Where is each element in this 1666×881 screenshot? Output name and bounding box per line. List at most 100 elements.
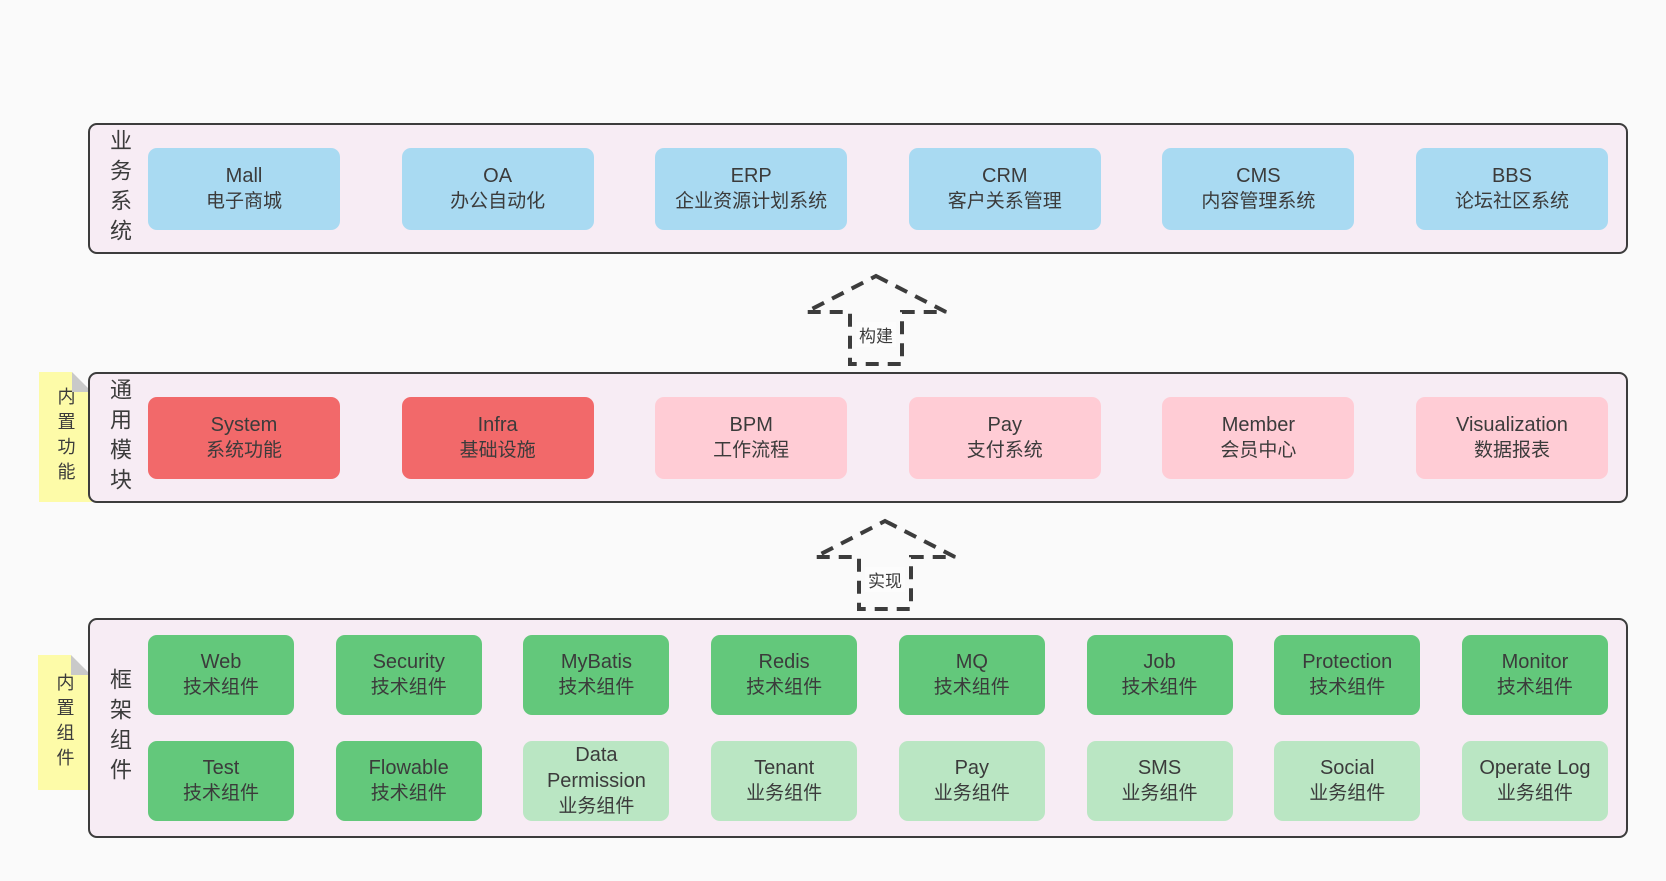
- box-desc: 会员中心: [1220, 439, 1297, 461]
- box-erp: ERP 企业资源计划系统: [655, 147, 848, 230]
- box-desc: 技术组件: [1121, 677, 1198, 698]
- box-name: OA: [483, 164, 513, 187]
- implement-arrow-icon: 实现: [805, 517, 965, 613]
- box-oa: OA 办公自动化: [401, 147, 594, 230]
- box-name: Security: [372, 651, 445, 673]
- box-name: SMS: [1137, 757, 1182, 779]
- box-desc: 系统功能: [205, 439, 282, 461]
- box-desc: 技术组件: [370, 783, 447, 804]
- box-job: Job 技术组件: [1086, 635, 1233, 715]
- box-name: ERP: [730, 164, 772, 187]
- component-row: Test 技术组件 Flowable 技术组件 Data Permission 业务组…: [148, 741, 1608, 821]
- box-name: Mall: [225, 164, 263, 187]
- box-desc: 论坛社区系统: [1454, 190, 1569, 212]
- box-desc: 业务组件: [1309, 783, 1386, 804]
- box-member: Member 会员中心: [1162, 396, 1355, 479]
- box-desc: 企业资源计划系统: [675, 190, 828, 212]
- box-name: Redis: [758, 651, 810, 673]
- arrow-label: 实现: [865, 567, 905, 592]
- box-desc: 业务组件: [1496, 783, 1573, 804]
- box-mall: Mall 电子商城: [148, 147, 340, 230]
- section-business-systems: 业务系统 Mall 电子商城 OA 办公自动化 ERP 企业资源计划系统 CRM 客户关…: [88, 123, 1628, 254]
- box-name: Data Permission: [546, 744, 646, 792]
- box-name: Infra: [477, 413, 518, 436]
- box-desc: 办公自动化: [450, 190, 546, 212]
- component-row: Mall 电子商城 OA 办公自动化 ERP 企业资源计划系统 CRM 客户关系管理 C…: [148, 147, 1608, 230]
- box-name: Member: [1221, 413, 1296, 436]
- box-desc: 支付系统: [966, 439, 1043, 461]
- box-monitor: Monitor 技术组件: [1461, 635, 1608, 715]
- box-name: MQ: [955, 651, 988, 673]
- section-title: 框架组件: [90, 620, 148, 836]
- box-visualization: Visualization 数据报表: [1415, 396, 1608, 479]
- dashed-up-arrow-icon: [814, 518, 956, 611]
- sticky-note-label: 内置功能: [55, 387, 76, 487]
- box-name: Job: [1143, 651, 1176, 673]
- sticky-note-builtin-features: 内置功能: [39, 372, 92, 502]
- box-name: CMS: [1236, 164, 1281, 187]
- section-rows: Mall 电子商城 OA 办公自动化 ERP 企业资源计划系统 CRM 客户关系管理 C…: [148, 125, 1626, 252]
- box-tenant: Tenant 业务组件: [711, 741, 858, 821]
- box-name: BPM: [729, 413, 773, 436]
- section-title-text: 框架组件: [107, 668, 132, 788]
- box-name: Test: [202, 757, 240, 779]
- box-bbs: BBS 论坛社区系统: [1415, 147, 1608, 230]
- box-name: Flowable: [368, 757, 449, 779]
- box-desc: 工作流程: [713, 439, 790, 461]
- box-desc: 业务组件: [558, 796, 635, 817]
- box-desc: 业务组件: [746, 783, 823, 804]
- sticky-note-builtin-components: 内置组件: [38, 655, 91, 790]
- box-system: System 系统功能: [148, 396, 340, 479]
- box-infra: Infra 基础设施: [401, 396, 594, 479]
- box-test: Test 技术组件: [148, 741, 294, 821]
- box-data-permission: Data Permission 业务组件: [523, 741, 670, 821]
- box-desc: 数据报表: [1473, 439, 1550, 461]
- box-desc: 技术组件: [933, 677, 1010, 698]
- box-name: Protection: [1302, 651, 1393, 673]
- box-desc: 技术组件: [1496, 677, 1573, 698]
- box-desc: 内容管理系统: [1201, 190, 1316, 212]
- box-crm: CRM 客户关系管理: [908, 147, 1101, 230]
- box-desc: 基础设施: [459, 439, 536, 461]
- box-flowable: Flowable 技术组件: [335, 741, 482, 821]
- box-desc: 技术组件: [182, 783, 259, 804]
- arrow-label: 构建: [856, 322, 896, 347]
- box-bpm: BPM 工作流程: [655, 396, 848, 479]
- folded-corner-icon: [72, 372, 92, 392]
- build-arrow-icon: 构建: [796, 272, 956, 368]
- box-name: MyBatis: [560, 651, 632, 673]
- box-desc: 技术组件: [558, 677, 635, 698]
- section-title: 业务系统: [90, 125, 148, 252]
- box-name: System: [210, 413, 278, 436]
- box-name: BBS: [1491, 164, 1532, 187]
- box-desc: 业务组件: [933, 783, 1010, 804]
- box-name: Visualization: [1456, 413, 1568, 436]
- box-desc: 电子商城: [205, 190, 282, 212]
- box-cms: CMS 内容管理系统: [1162, 147, 1355, 230]
- box-desc: 技术组件: [182, 677, 259, 698]
- sticky-note-label: 内置组件: [54, 672, 75, 773]
- box-name: CRM: [982, 164, 1028, 187]
- box-desc: 技术组件: [370, 677, 447, 698]
- box-mybatis: MyBatis 技术组件: [523, 635, 670, 715]
- box-name: Pay: [954, 757, 990, 779]
- box-name: Monitor: [1501, 651, 1569, 673]
- box-name: Operate Log: [1479, 757, 1591, 779]
- box-desc: 技术组件: [1309, 677, 1386, 698]
- box-desc: 客户关系管理: [947, 190, 1062, 212]
- dashed-up-arrow-icon: [805, 273, 947, 366]
- box-operate-log: Operate Log 业务组件: [1461, 741, 1608, 821]
- box-name: Tenant: [754, 757, 815, 779]
- section-title-text: 业务系统: [107, 128, 132, 249]
- section-title: 通用模块: [90, 374, 148, 501]
